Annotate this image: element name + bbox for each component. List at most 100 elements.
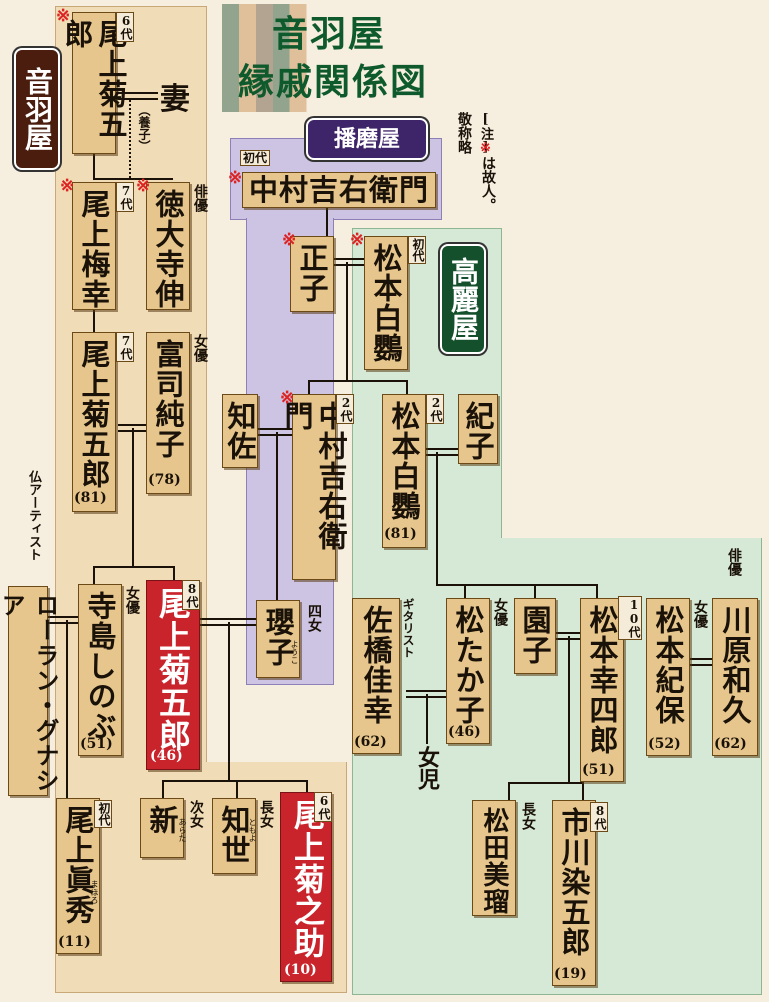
- age-label: (19): [554, 966, 587, 982]
- role-tokudaiji: 俳優: [192, 184, 208, 212]
- line: [108, 98, 158, 100]
- age-label: (62): [354, 734, 387, 750]
- title-line1: 音羽屋: [272, 13, 387, 55]
- adopt-note: （養子）: [137, 104, 151, 152]
- person-kikugoro7: 尾上菊五郎: [72, 332, 116, 512]
- line: [582, 782, 584, 800]
- role-laurent: 仏アーティスト: [26, 470, 41, 561]
- gen-badge: 10代: [618, 596, 642, 640]
- person-baiko7: 尾上梅幸: [72, 182, 116, 310]
- line: [534, 584, 536, 598]
- person-tokudaiji: 徳大寺伸: [146, 182, 190, 310]
- deceased-mark: ※: [56, 6, 71, 26]
- gen-badge: 8代: [182, 580, 200, 610]
- line: [132, 428, 134, 566]
- note-label: [注]: [478, 112, 493, 155]
- line: [596, 584, 598, 598]
- person-matsuda: 松田美瑠: [472, 800, 516, 916]
- age-label: (81): [74, 490, 107, 506]
- line: [418, 448, 458, 450]
- gen-badge: 6代: [314, 792, 332, 822]
- person-kichiemon2: 中村吉右衛門: [280, 394, 348, 580]
- role-sahashi: ギタリスト: [401, 598, 415, 658]
- line: [44, 622, 80, 624]
- age-label: (78): [148, 472, 181, 488]
- gen-badge: 初代: [408, 236, 426, 264]
- person-kawahara: 川原和久: [712, 598, 758, 756]
- line: [108, 92, 158, 94]
- line: [556, 632, 582, 634]
- person-kikunosuke6: 尾上菊之助: [280, 792, 332, 982]
- age-label: (10): [284, 962, 317, 978]
- line: [690, 658, 716, 660]
- ruby-tomoyo: ともよ: [248, 818, 257, 842]
- person-fuji: 富司純子: [146, 332, 190, 494]
- person-somegoro8: 市川染五郎: [552, 800, 596, 986]
- line: [162, 780, 164, 798]
- gen-badge: 2代: [426, 394, 444, 424]
- note-mark: ※: [480, 141, 491, 156]
- person-kichiemon1: 中村吉右衛門: [242, 172, 436, 208]
- line: [308, 380, 310, 394]
- line: [236, 780, 238, 798]
- role-fuji: 女優: [192, 334, 208, 362]
- person-laurent: ローラン・グナシア: [0, 586, 60, 796]
- line: [258, 434, 292, 436]
- role-tomoyo: 長女: [258, 800, 274, 828]
- line: [406, 690, 446, 692]
- line: [118, 424, 148, 426]
- person-takako: 松たか子: [446, 598, 490, 744]
- line: [464, 584, 466, 598]
- line: [258, 428, 292, 430]
- ruby-mahoro: まほろ: [90, 880, 99, 904]
- gen-badge: 初代: [240, 150, 271, 166]
- role-yoko: 四女: [306, 604, 322, 632]
- line: [508, 782, 510, 800]
- line: [326, 258, 366, 260]
- ruby-arata: あらた: [178, 818, 187, 842]
- line: [308, 380, 408, 382]
- age-label: (46): [448, 724, 481, 740]
- line: [326, 206, 328, 236]
- person-kiho: 松本紀保: [646, 598, 690, 756]
- line: [436, 584, 596, 586]
- otowa-house-label: 音羽屋: [14, 48, 60, 170]
- line: [436, 452, 438, 584]
- line: [690, 664, 716, 666]
- line: [93, 566, 173, 568]
- gen-badge: 2代: [336, 394, 354, 424]
- gen-badge: 7代: [116, 332, 134, 362]
- line: [306, 780, 308, 792]
- harima-house-label: 播磨屋: [306, 118, 428, 160]
- line: [93, 566, 95, 584]
- person-kikugoro8: 尾上菊五郎: [146, 580, 200, 770]
- person-sonoko: 園子: [514, 598, 556, 674]
- role-terajima: 女優: [124, 586, 140, 614]
- line: [426, 694, 428, 744]
- person-terajima: 寺島しのぶ: [78, 584, 122, 756]
- title-line2: 縁戚関係図: [238, 61, 429, 103]
- deceased-mark: ※: [60, 176, 75, 196]
- gen-badge: 初代: [94, 800, 112, 828]
- age-label: (51): [80, 736, 113, 752]
- deceased-mark: ※: [280, 388, 295, 408]
- person-hakuo2: 松本白鸚: [382, 394, 426, 548]
- line: [568, 636, 570, 782]
- role-kiho: 女優: [692, 600, 708, 628]
- person-wife: 妻: [160, 82, 190, 117]
- note-abbrev: 敬称略: [456, 112, 472, 154]
- gen-badge: 6代: [116, 12, 134, 42]
- line: [508, 782, 584, 784]
- age-label: (46): [150, 748, 183, 764]
- age-label: (62): [714, 736, 747, 752]
- line: [44, 616, 80, 618]
- person-mahoro: 尾上眞秀: [56, 798, 100, 954]
- line: [162, 780, 308, 782]
- line: [93, 150, 95, 180]
- adopt-dotted: [129, 100, 131, 178]
- person-daughter: 女児: [414, 746, 440, 790]
- deceased-mark: ※: [136, 176, 151, 196]
- line: [93, 178, 173, 180]
- line: [200, 618, 256, 620]
- deceased-mark: ※: [228, 168, 243, 188]
